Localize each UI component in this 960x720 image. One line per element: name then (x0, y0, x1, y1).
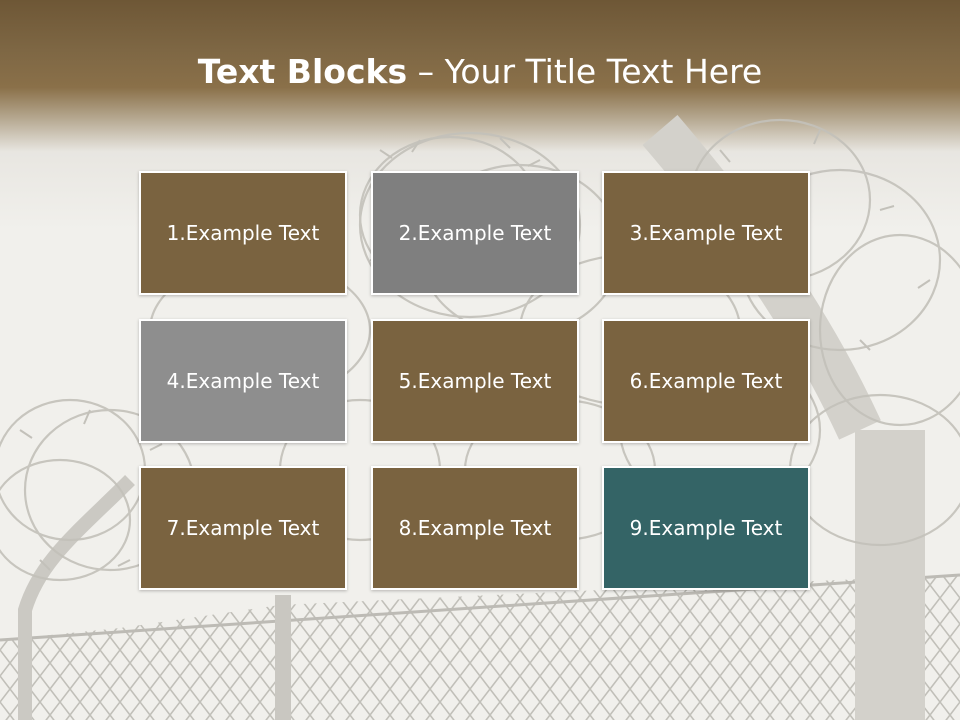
text-block-4: 4.Example Text (139, 319, 347, 443)
text-block-6: 6.Example Text (602, 319, 810, 443)
text-block-5: 5.Example Text (371, 319, 579, 443)
title-rest: Your Title Text Here (444, 52, 763, 91)
text-block-1: 1.Example Text (139, 171, 347, 295)
title-bold: Text Blocks (197, 52, 408, 91)
title-dash: – (407, 52, 445, 91)
slide-title: Text Blocks – Your Title Text Here (0, 52, 960, 91)
text-block-8: 8.Example Text (371, 466, 579, 590)
text-block-7: 7.Example Text (139, 466, 347, 590)
text-block-2: 2.Example Text (371, 171, 579, 295)
text-block-9: 9.Example Text (602, 466, 810, 590)
text-block-3: 3.Example Text (602, 171, 810, 295)
